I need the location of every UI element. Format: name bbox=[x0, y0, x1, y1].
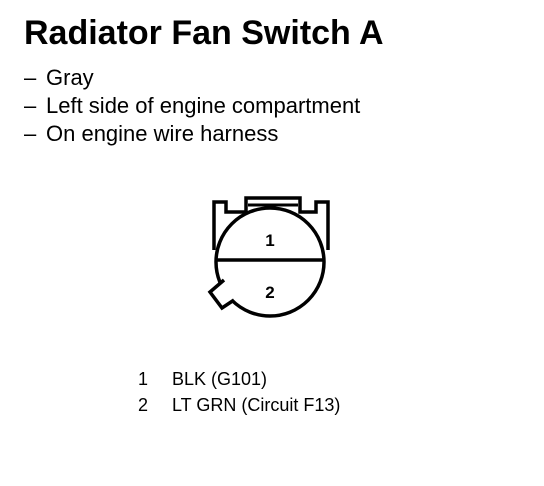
pin-wire: LT GRN (Circuit F13) bbox=[172, 395, 341, 415]
pin-number: 1 bbox=[138, 369, 149, 389]
connector-details-list: –Gray –Left side of engine compartment –… bbox=[24, 64, 360, 148]
cavity-1-label: 1 bbox=[265, 231, 274, 250]
cavity-2-label: 2 bbox=[265, 283, 274, 302]
connector-body bbox=[214, 206, 326, 318]
dash-glyph: – bbox=[24, 93, 37, 118]
dash-glyph: – bbox=[24, 65, 37, 90]
page-title: Radiator Fan Switch A bbox=[24, 14, 384, 52]
detail-item-harness: –On engine wire harness bbox=[24, 120, 360, 148]
detail-item-color: –Gray bbox=[24, 64, 360, 92]
detail-text: Gray bbox=[46, 65, 94, 90]
connector-lock-hood bbox=[212, 196, 330, 250]
detail-item-location: –Left side of engine compartment bbox=[24, 92, 360, 120]
connector-key-notch bbox=[207, 278, 235, 311]
pin-number: 2 bbox=[138, 395, 149, 415]
connector-face-drawing: 1 2 bbox=[207, 196, 330, 318]
detail-text: On engine wire harness bbox=[46, 121, 279, 146]
detail-text: Left side of engine compartment bbox=[46, 93, 361, 118]
pin-wire: BLK (G101) bbox=[172, 369, 268, 389]
connector-diagram: 1 2 bbox=[200, 188, 340, 330]
dash-glyph: – bbox=[24, 121, 37, 146]
pinout-row: 1 BLK (G101) bbox=[138, 366, 340, 392]
pinout-list: 1 BLK (G101) 2 LT GRN (Circuit F13) bbox=[138, 366, 340, 418]
pinout-row: 2 LT GRN (Circuit F13) bbox=[138, 392, 340, 418]
